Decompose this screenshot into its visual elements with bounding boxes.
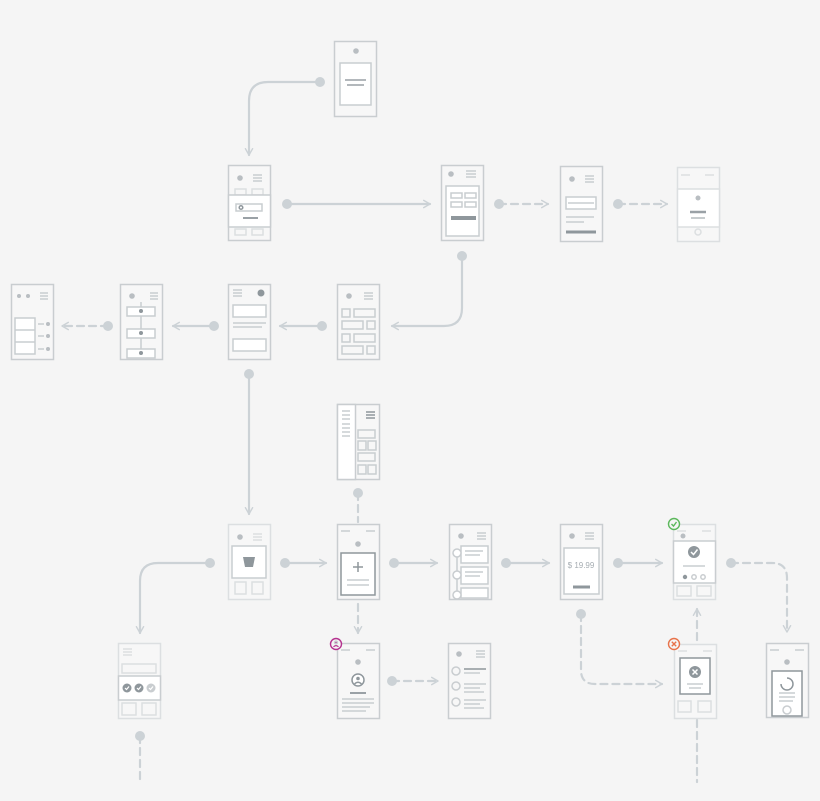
connector-dot xyxy=(103,321,113,331)
connector-dot xyxy=(205,558,215,568)
connector-detail-grid xyxy=(390,254,464,331)
connector-bag-rating xyxy=(135,561,212,635)
screen-menu-drawer[interactable] xyxy=(336,403,381,481)
connector-splash-search xyxy=(244,80,322,157)
connector-price-error xyxy=(579,612,664,689)
connectors xyxy=(60,77,792,784)
screen-price[interactable]: $ 19.99 xyxy=(559,523,604,601)
user-badge-icon xyxy=(329,637,343,651)
connector-success-loading xyxy=(729,561,792,634)
screen-profile[interactable] xyxy=(336,642,381,720)
connector-dot xyxy=(494,199,504,209)
screen-error[interactable] xyxy=(673,643,718,720)
connector-dot xyxy=(613,199,623,209)
connector-dot xyxy=(389,558,399,568)
screen-timeline[interactable] xyxy=(448,523,493,601)
success-badge-icon xyxy=(667,517,681,531)
screen-options-list[interactable] xyxy=(447,642,492,720)
connector-dot xyxy=(501,558,511,568)
connector-dot xyxy=(315,77,325,87)
error-badge-icon xyxy=(667,637,681,651)
connector-dot xyxy=(135,731,145,741)
connector-dot xyxy=(613,558,623,568)
screen-grid[interactable] xyxy=(336,283,381,361)
screen-success[interactable] xyxy=(672,523,717,601)
plus-icon xyxy=(353,562,363,572)
connector-dot xyxy=(387,676,397,686)
connector-dot xyxy=(209,321,219,331)
connector-dot xyxy=(457,251,467,261)
screen-list-view[interactable] xyxy=(227,283,272,361)
document-icon xyxy=(339,62,372,106)
connector-dot xyxy=(353,488,363,498)
screen-steps[interactable] xyxy=(119,283,164,361)
connector-dot xyxy=(280,558,290,568)
check-circle-icon xyxy=(688,546,700,558)
connector-dot xyxy=(244,369,254,379)
connector-dot xyxy=(317,321,327,331)
price-label: $ 19.99 xyxy=(568,561,595,570)
screen-rating[interactable] xyxy=(117,642,162,720)
screen-side-list[interactable] xyxy=(10,283,55,361)
screen-form[interactable] xyxy=(559,165,604,243)
screen-bag[interactable] xyxy=(227,523,272,601)
screen-detail-form[interactable] xyxy=(440,164,485,242)
screens: $ 19.99 xyxy=(10,40,810,720)
search-icon xyxy=(238,204,244,211)
connector-dot xyxy=(726,558,736,568)
connector-dot xyxy=(282,199,292,209)
screen-splash[interactable] xyxy=(333,40,378,118)
bag-icon xyxy=(243,557,255,567)
screen-search[interactable] xyxy=(227,164,272,242)
spinner-icon xyxy=(780,677,794,691)
connector-dot xyxy=(576,609,586,619)
screen-add-item[interactable] xyxy=(336,523,381,601)
screen-loading[interactable] xyxy=(765,642,810,719)
screen-confirm-faded[interactable] xyxy=(676,166,721,243)
check-row-icon xyxy=(122,683,156,693)
